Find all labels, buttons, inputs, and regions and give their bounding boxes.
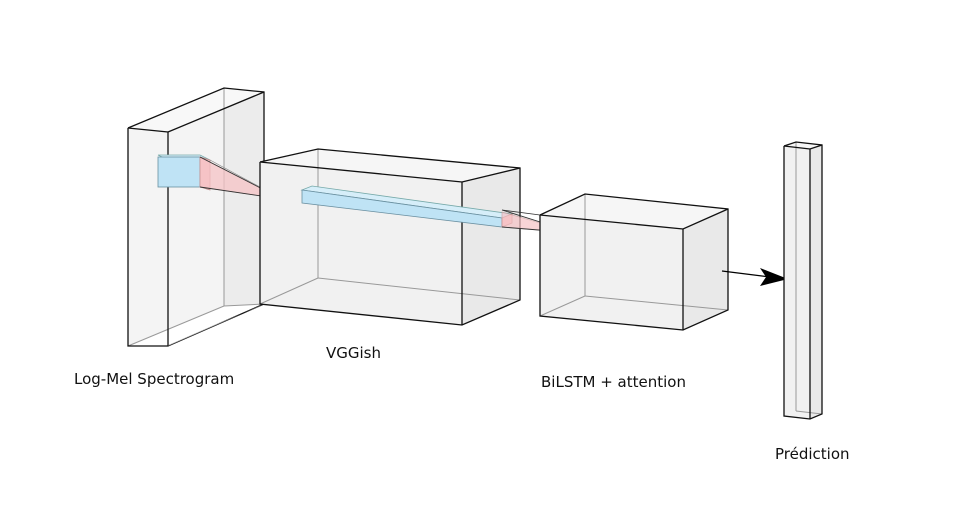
- bilstm-block: [539, 193, 729, 331]
- prediction-block: [783, 141, 823, 420]
- prediction-label: Prédiction: [775, 445, 850, 463]
- spectrogram-block: [127, 87, 265, 347]
- bilstm-label: BiLSTM + attention: [541, 373, 686, 391]
- vggish-label: VGGish: [326, 344, 381, 362]
- vggish-block: [259, 148, 521, 326]
- vggish-feature-rod: [300, 185, 576, 234]
- spectrogram-label: Log-Mel Spectrogram: [74, 370, 235, 388]
- arrow-to-prediction: [721, 268, 788, 286]
